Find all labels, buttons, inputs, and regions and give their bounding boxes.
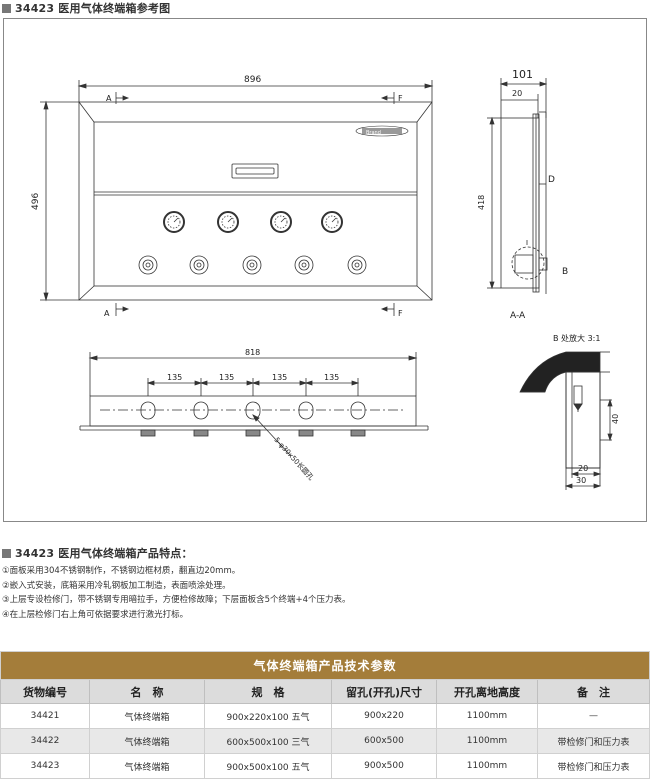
features-heading: 34423 医用气体终端箱产品特点： [15, 547, 193, 560]
col-header-opening-size: 留孔(开孔)尺寸 [331, 679, 437, 704]
gas-terminal-icon [347, 255, 367, 275]
cell-opening-size: 900x220 [331, 703, 437, 729]
gas-terminal-icon [294, 255, 314, 275]
cell-remarks: 带检修门和压力表 [537, 728, 650, 754]
cell-spec: 900x500x100 五气 [204, 753, 332, 779]
col-header-remarks: 备 注 [537, 679, 650, 704]
cell-item-no: 34421 [0, 703, 90, 729]
gas-terminal-icon [242, 255, 262, 275]
cell-item-no: 34423 [0, 753, 90, 779]
front-view [40, 80, 434, 316]
feature-item: ①面板采用304不锈钢制作，不锈钢边框材质，翻直边20mm。 [2, 566, 241, 576]
feature-item: ③上层专设检修门，带不锈钢专用暗拉手，方便检修故障；下层面板含5个终端+4个压力… [2, 595, 351, 606]
cell-height: 1100mm [436, 728, 538, 754]
gauge-icon [321, 211, 343, 233]
col-header-name: 名 称 [89, 679, 205, 704]
cell-spec: 900x220x100 五气 [204, 703, 332, 729]
square-bullet-icon [2, 548, 11, 558]
bottom-view [79, 352, 429, 456]
spec-table: 气体终端箱产品技术参数 货物编号 名 称 规 格 留孔(开孔)尺寸 开孔离地高度… [0, 651, 650, 779]
cell-name: 气体终端箱 [89, 728, 205, 754]
drawing-frame [3, 18, 647, 522]
section-mark-a-top: A [106, 94, 112, 103]
dim-spacing-2: 135 [219, 373, 234, 382]
brand-logo: Brand [366, 130, 381, 136]
dim-818-label: 818 [245, 348, 260, 357]
square-bullet-icon [2, 3, 11, 13]
table-row: 34421 气体终端箱 900x220x100 五气 900x220 1100m… [0, 703, 650, 729]
gauge-icon [270, 211, 292, 233]
cell-name: 气体终端箱 [89, 703, 205, 729]
features-heading-bar: 34423 医用气体终端箱产品特点： [2, 545, 193, 561]
gas-terminal-icon [189, 255, 209, 275]
section-aa-label: A-A [510, 311, 526, 321]
features-list: ①面板采用304不锈钢制作，不锈钢边框材质，翻直边20mm。 ②嵌入式安装，底箱… [2, 564, 351, 622]
dim-spacing-3: 135 [272, 373, 287, 382]
side-view [487, 78, 548, 294]
detail-b-title: B 处放大 3:1 [553, 333, 600, 343]
detail-b-view [519, 351, 613, 490]
pressure-gauges [163, 211, 343, 233]
technical-drawing: 896 496 A F A F Brand 101 20 418 D [31, 68, 620, 490]
cell-name: 气体终端箱 [89, 753, 205, 779]
dim-width-label: 896 [244, 75, 261, 85]
dim-depth-label: 101 [512, 68, 533, 81]
cell-spec: 600x500x100 三气 [204, 728, 332, 754]
section-mark-f-top: F [398, 94, 403, 103]
side-label-d: D [548, 175, 555, 185]
dim-40-label: 40 [611, 414, 620, 424]
cell-remarks: 带检修门和压力表 [537, 753, 650, 779]
dim-20-label: 20 [512, 89, 522, 98]
dim-spacing-4: 135 [324, 373, 339, 382]
table-row: 34423 气体终端箱 900x500x100 五气 900x500 1100m… [0, 753, 650, 779]
detail-dim-30-label: 30 [576, 476, 586, 485]
dim-418-label: 418 [477, 195, 486, 210]
page-title-bar: 34423 医用气体终端箱参考图 [2, 0, 170, 16]
cell-item-no: 34422 [0, 728, 90, 754]
cell-opening-size: 600x500 [331, 728, 437, 754]
col-header-item-no: 货物编号 [0, 679, 90, 704]
dim-spacing-1: 135 [167, 373, 182, 382]
feature-item: ②嵌入式安装，底箱采用冷轧钢板加工制造，表面喷涂处理。 [2, 580, 231, 591]
hole-note: 5-φ30x50长圆孔 [273, 435, 316, 482]
detail-dim-20-label: 20 [578, 464, 588, 473]
col-header-spec: 规 格 [204, 679, 332, 704]
gas-terminal-icon [138, 255, 158, 275]
cell-height: 1100mm [436, 703, 538, 729]
page-title: 34423 医用气体终端箱参考图 [15, 2, 171, 15]
cell-height: 1100mm [436, 753, 538, 779]
side-label-b: B [562, 267, 568, 277]
cell-remarks: — [537, 703, 650, 729]
spec-table-caption: 气体终端箱产品技术参数 [0, 651, 650, 680]
gas-terminals [138, 255, 367, 275]
gauge-icon [163, 211, 185, 233]
gauge-icon [217, 211, 239, 233]
dim-height-label: 496 [31, 193, 41, 210]
section-mark-a-bottom: A [104, 309, 110, 318]
section-mark-f-bottom: F [398, 309, 403, 318]
cell-opening-size: 900x500 [331, 753, 437, 779]
feature-item: ④在上层检修门右上角可依据要求进行激光打标。 [2, 609, 189, 620]
table-row: 34422 气体终端箱 600x500x100 三气 600x500 1100m… [0, 728, 650, 754]
col-header-height: 开孔离地高度 [436, 679, 538, 704]
